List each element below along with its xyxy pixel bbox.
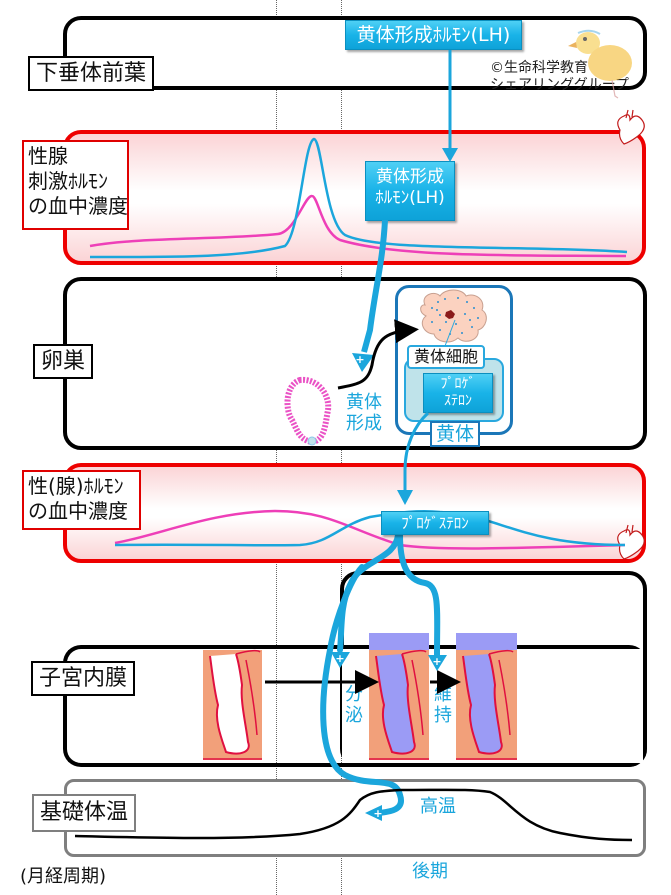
progesterone-ovary-line-2: ｽﾃﾛﾝ bbox=[444, 393, 472, 409]
lh-hormone-blood-line-1: 黄体形成 bbox=[376, 167, 444, 187]
maintain-line-2: 持 bbox=[434, 704, 452, 726]
progesterone-ovary: ﾌﾟﾛｹﾞ ｽﾃﾛﾝ bbox=[423, 373, 493, 413]
sex-hormone-label-line-1: 性(腺)ﾎﾙﾓﾝ bbox=[28, 474, 124, 498]
copyright-text: ©生命科学教育 シェアリンググループ bbox=[490, 60, 629, 94]
gonadotropin-label-line-3: の血中濃度 bbox=[28, 194, 128, 218]
endometrium-label: 子宮内膜 bbox=[31, 661, 136, 696]
progesterone-ovary-line-1: ﾌﾟﾛｹﾞ bbox=[440, 376, 476, 392]
lh-hormone-blood: 黄体形成 ﾎﾙﾓﾝ(LH) bbox=[365, 161, 455, 221]
bbt-label: 基礎体温 bbox=[32, 794, 137, 832]
cycle-label: (月経周期) bbox=[20, 866, 107, 887]
sex-hormone-panel bbox=[63, 463, 646, 563]
luteinization-line-2: 形成 bbox=[346, 412, 382, 434]
progesterone-blood: ﾌﾟﾛｹﾞｽﾃﾛﾝ bbox=[381, 511, 489, 535]
corpus-luteum-label: 黄体 bbox=[430, 421, 480, 447]
lh-hormone-blood-line-2: ﾎﾙﾓﾝ(LH) bbox=[375, 188, 445, 209]
high-temp-text: 高温 bbox=[420, 796, 456, 817]
secretion-line-2: 泌 bbox=[345, 704, 363, 726]
maintain-text: 維 持 bbox=[434, 684, 452, 726]
gonadotropin-label: 性腺 刺激ﾎﾙﾓﾝ の血中濃度 bbox=[22, 140, 129, 230]
gonadotropin-label-line-1: 性腺 bbox=[28, 144, 68, 168]
gonadotropin-label-line-2: 刺激ﾎﾙﾓﾝ bbox=[28, 169, 108, 193]
ovary-label: 卵巣 bbox=[33, 344, 94, 379]
bbt-panel bbox=[64, 779, 646, 857]
copyright-line-2: シェアリンググループ bbox=[490, 76, 629, 93]
luteal-cell-label: 黄体細胞 bbox=[407, 345, 485, 369]
gonadotropin-panel bbox=[63, 130, 646, 265]
luteinization-text: 黄体 形成 bbox=[346, 392, 382, 434]
sex-hormone-label-line-2: の血中濃度 bbox=[28, 499, 128, 523]
endometrium-panel-overlap-mask bbox=[342, 649, 643, 763]
secretion-line-1: 分 bbox=[345, 684, 363, 705]
sex-hormone-label: 性(腺)ﾎﾙﾓﾝ の血中濃度 bbox=[22, 470, 141, 530]
lh-hormone-pituitary: 黄体形成ﾎﾙﾓﾝ(LH) bbox=[345, 20, 522, 50]
phase-label-late: 後期 bbox=[412, 861, 448, 882]
secretion-text: 分 泌 bbox=[345, 684, 363, 726]
copyright-line-1: ©生命科学教育 bbox=[490, 60, 588, 76]
pituitary-label: 下垂体前葉 bbox=[28, 56, 155, 91]
luteinization-line-1: 黄体 bbox=[346, 392, 382, 413]
maintain-line-1: 維 bbox=[434, 684, 452, 705]
